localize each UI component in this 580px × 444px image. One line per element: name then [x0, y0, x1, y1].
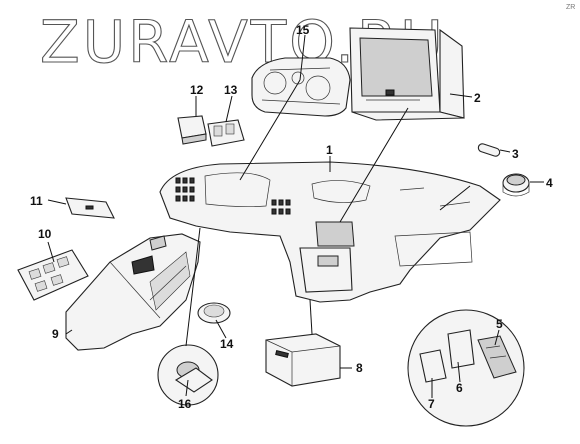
part-10-control-panel	[17, 249, 89, 301]
part-6-relay	[447, 329, 475, 369]
part-7-relay	[419, 349, 447, 383]
callout-5: 5	[496, 317, 503, 331]
callout-2: 2	[474, 91, 481, 105]
callout-6: 6	[456, 381, 463, 395]
callout-1: 1	[326, 143, 333, 157]
callout-4: 4	[546, 176, 553, 190]
switch-cluster-left	[175, 177, 195, 202]
callout-labels: 1 2 3 4 5 6 7 8 9 10 11 12 13 14 15 16	[30, 23, 553, 411]
callout-9: 9	[52, 327, 59, 341]
part-12-switch	[177, 115, 207, 145]
part-9-side-console	[65, 233, 201, 351]
callout-15: 15	[296, 23, 310, 37]
corner-mark: ZR	[566, 4, 575, 11]
leader-lines	[47, 34, 544, 398]
callout-12: 12	[190, 83, 204, 97]
part-14-cover	[197, 302, 231, 324]
callout-11: 11	[30, 194, 43, 208]
part-8-control-box	[265, 333, 341, 387]
part-15-instrument-cluster	[251, 57, 351, 117]
callout-8: 8	[356, 361, 363, 375]
callout-10: 10	[38, 227, 52, 241]
callout-3: 3	[512, 147, 519, 161]
part-4-knob	[502, 173, 530, 197]
callout-16: 16	[178, 397, 192, 411]
callout-7: 7	[428, 397, 435, 411]
part-5-relay-base	[477, 335, 517, 379]
part-13-switch-block	[207, 119, 245, 147]
part-1-dashboard	[159, 161, 501, 303]
switch-cluster-center	[271, 199, 291, 215]
callout-13: 13	[224, 83, 238, 97]
part-11-plate	[65, 197, 115, 219]
parts-5-7-relay-detail	[407, 309, 525, 427]
part-16-key-switch	[157, 344, 219, 406]
part-3-lamp	[477, 143, 501, 157]
callout-14: 14	[220, 337, 234, 351]
part-2-monitor	[349, 27, 465, 121]
